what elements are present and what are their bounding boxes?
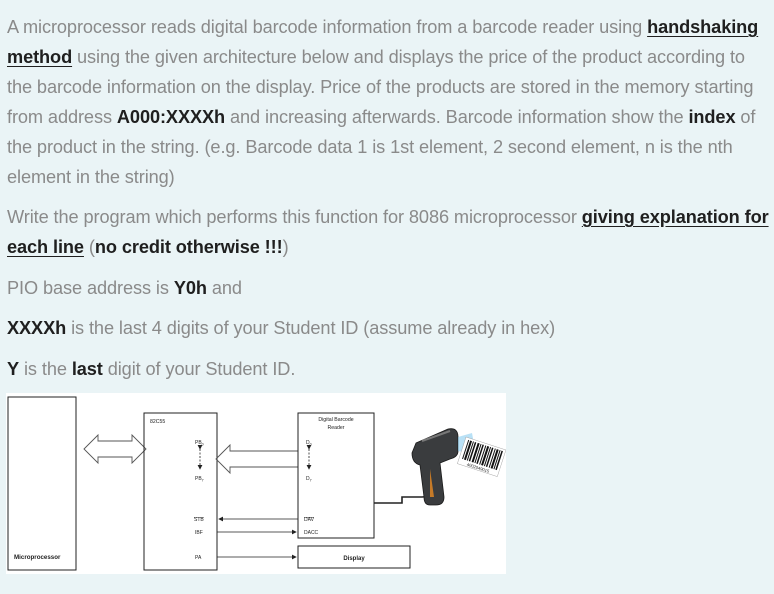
emphasis-last: last xyxy=(71,359,103,379)
dav-label: DAV xyxy=(304,517,315,523)
display-label: Display xyxy=(343,556,365,562)
problem-text: and increasing afterwards. Barcode infor… xyxy=(225,107,689,127)
emphasis-index: index xyxy=(688,107,736,127)
problem-text: using the given architecture below and d… xyxy=(7,47,754,127)
task-paragraph: Write the program which performs this fu… xyxy=(7,202,771,262)
pio-label: 82C55 xyxy=(150,419,165,425)
xxxx-text: is the last 4 digits of your Student ID … xyxy=(66,318,556,338)
microprocessor-block xyxy=(7,396,77,571)
y-line: Y is the last digit of your Student ID. xyxy=(7,354,771,384)
problem-text: of the product in the string. (e.g. Barc… xyxy=(7,107,756,187)
pb0-label: PB0 xyxy=(195,440,204,447)
reader-label-line2: Reader xyxy=(327,425,344,431)
display-block xyxy=(297,545,411,569)
pa-label: PA xyxy=(195,555,202,561)
data-bus-arrow xyxy=(215,443,299,475)
pio-address-line: PIO base address is Y0h and xyxy=(7,273,771,303)
emphasis-y0h: Y0h xyxy=(173,278,207,298)
system-bus-arrow xyxy=(83,433,147,465)
y-text: is the xyxy=(19,359,72,379)
y-text: digit of your Student ID. xyxy=(102,359,296,379)
d0-label: D0 xyxy=(306,440,312,447)
task-text: ) xyxy=(282,237,289,257)
barcode-reader-block xyxy=(297,412,375,539)
task-text: ( xyxy=(83,237,95,257)
problem-paragraph: A microprocessor reads digital barcode i… xyxy=(7,12,771,192)
diagram-svg: Microprocessor 82C55 PB0 PB7 STB IBF PA … xyxy=(7,396,507,571)
pio-block xyxy=(143,412,218,571)
dacc-label: DACC xyxy=(304,530,319,536)
problem-text: A microprocessor reads digital barcode i… xyxy=(7,17,648,37)
xxxx-line: XXXXh is the last 4 digits of your Stude… xyxy=(7,313,771,343)
emphasis-explanation: giving explanation for each line xyxy=(7,207,769,257)
emphasis-y: Y xyxy=(7,359,20,379)
microprocessor-label: Microprocessor xyxy=(14,554,61,561)
pb7-label: PB7 xyxy=(195,476,204,483)
emphasis-address: A000:XXXXh xyxy=(116,107,226,127)
ibf-label: IBF xyxy=(195,530,203,536)
task-text: Write the program which performs this fu… xyxy=(7,207,582,227)
pio-text: PIO base address is xyxy=(7,278,174,298)
d7-label: D7 xyxy=(306,476,312,483)
emphasis-no-credit: no credit otherwise !!! xyxy=(94,237,283,257)
stb-label: STB xyxy=(194,517,204,523)
reader-label-line1: Digital Barcode xyxy=(318,417,353,423)
barcode-label-icon: 4002049015 xyxy=(457,436,507,477)
pio-text: and xyxy=(206,278,242,298)
emphasis-xxxxh: XXXXh xyxy=(7,318,67,338)
architecture-diagram: Microprocessor 82C55 PB0 PB7 STB IBF PA … xyxy=(6,393,507,574)
emphasis-handshaking: handshaking method xyxy=(7,17,759,67)
